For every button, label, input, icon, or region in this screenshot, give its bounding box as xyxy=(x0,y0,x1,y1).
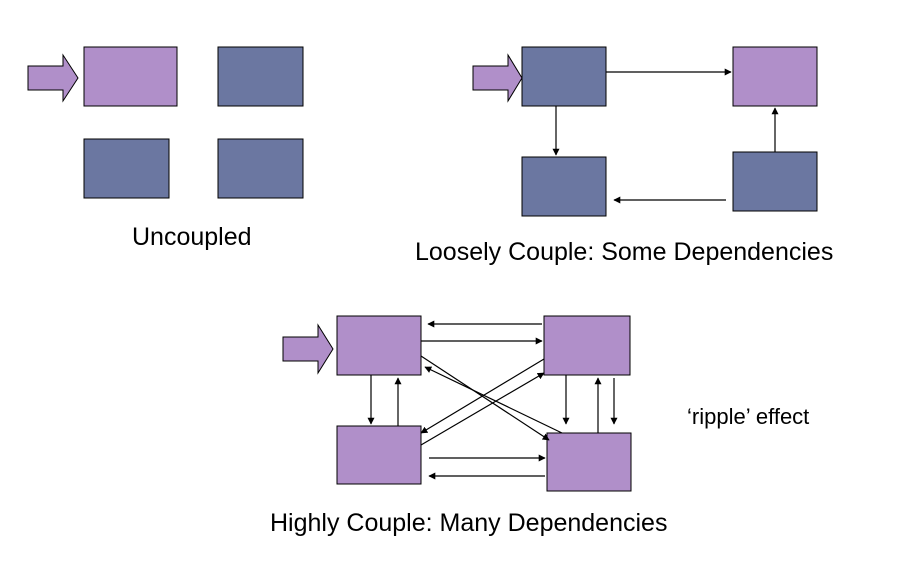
input-arrow-highly xyxy=(282,323,334,375)
dependency-arrow xyxy=(420,355,550,441)
caption-loosely-coupled: Loosely Couple: Some Dependencies xyxy=(415,238,834,266)
module-loose-top-left xyxy=(521,46,607,107)
module-loose-top-right xyxy=(732,46,818,107)
caption-highly-coupled: Highly Couple: Many Dependencies xyxy=(270,509,668,537)
module-uncoupled-3 xyxy=(83,138,170,199)
caption-ripple-effect: ‘ripple’ effect xyxy=(687,404,810,429)
module-uncoupled-1 xyxy=(83,46,178,107)
caption-uncoupled: Uncoupled xyxy=(132,223,252,251)
highly-coupled-diagram xyxy=(282,315,632,492)
module-highly-bottom-right xyxy=(546,432,632,492)
dependency-arrow xyxy=(424,366,563,434)
module-highly-top-left xyxy=(336,315,422,376)
module-highly-bottom-left xyxy=(336,425,422,485)
input-arrow-loose xyxy=(472,53,523,103)
input-arrow-uncoupled xyxy=(27,53,79,103)
module-highly-top-right xyxy=(543,315,631,376)
loosely-coupled-diagram xyxy=(472,46,818,217)
dependency-arrow xyxy=(420,372,545,446)
module-uncoupled-2 xyxy=(217,46,304,107)
module-loose-bottom-left xyxy=(521,156,607,217)
uncoupled-diagram xyxy=(27,46,304,199)
module-uncoupled-4 xyxy=(217,138,304,199)
module-loose-bottom-right xyxy=(732,151,818,212)
